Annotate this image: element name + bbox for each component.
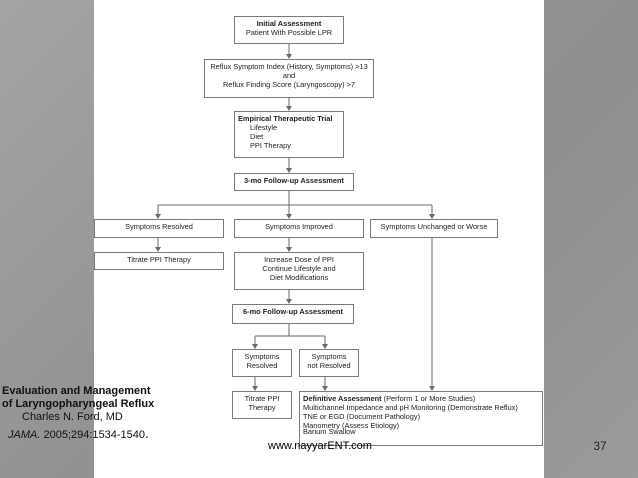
arrowhead bbox=[322, 344, 328, 349]
arrowhead bbox=[286, 106, 292, 111]
sym-resolved-6mo-box: Symptoms Resolved bbox=[232, 349, 292, 377]
citation-journal: JAMA. bbox=[8, 429, 41, 441]
titrate-ppi-label: Titrate PPI Therapy bbox=[127, 255, 191, 264]
sym-not-resolved-6mo-line1: Symptoms bbox=[311, 352, 347, 361]
titrate-ppi-box: Titrate PPI Therapy bbox=[94, 252, 224, 270]
website-watermark: www.nayyarENT.com bbox=[268, 440, 372, 452]
trial-item-diet: Diet bbox=[250, 132, 264, 141]
reflux-criteria-box: Reflux Symptom Index (History, Symptoms)… bbox=[204, 59, 374, 98]
sym-not-resolved-6mo-line2: not Resolved bbox=[307, 361, 351, 370]
symptoms-improved-box: Symptoms Improved bbox=[234, 219, 364, 238]
trial-item-lifestyle: Lifestyle bbox=[250, 123, 278, 132]
sym-resolved-6mo-line1: Symptoms bbox=[244, 352, 280, 361]
titrate-ppi-therapy-box: Titrate PPI Therapy bbox=[232, 391, 292, 419]
definitive-item-manometry: Manometry (Assess Etiology) bbox=[303, 421, 400, 430]
arrowhead bbox=[252, 344, 258, 349]
continue-lifestyle-line: Continue Lifestyle and bbox=[262, 264, 336, 273]
arrowhead bbox=[286, 299, 292, 304]
followup-3mo-label: 3-mo Follow-up Assessment bbox=[244, 176, 344, 185]
titrate-ppi-therapy-line2: Therapy bbox=[248, 403, 276, 412]
arrowhead bbox=[286, 214, 292, 219]
arrowhead bbox=[252, 386, 258, 391]
symptoms-improved-label: Symptoms Improved bbox=[265, 222, 333, 231]
citation-title-line1: Evaluation and Management bbox=[2, 385, 151, 397]
flowchart-connectors bbox=[155, 44, 435, 391]
citation-journal-line: JAMA. 2005;294:1534-1540. bbox=[2, 425, 212, 442]
followup-6mo-label: 6-mo Follow-up Assessment bbox=[243, 307, 343, 316]
citation-title-line2: of Laryngopharyngeal Reflux bbox=[2, 398, 155, 410]
arrowhead bbox=[286, 247, 292, 252]
followup-6mo-box: 6-mo Follow-up Assessment bbox=[232, 304, 354, 324]
symptoms-resolved-label: Symptoms Resolved bbox=[125, 222, 193, 231]
empirical-trial-box: Empirical Therapeutic Trial Lifestyle Di… bbox=[234, 111, 344, 158]
initial-assessment-box: Initial Assessment Patient With Possible… bbox=[234, 16, 344, 44]
rfs-line: Reflux Finding Score (Laryngoscopy) >7 bbox=[222, 80, 356, 89]
rsi-line: Reflux Symptom Index (History, Symptoms)… bbox=[210, 62, 368, 71]
definitive-assessment-box: Definitive Assessment (Perform 1 or More… bbox=[299, 391, 543, 446]
diet-modifications-line: Diet Modifications bbox=[269, 273, 329, 282]
sym-not-resolved-6mo-box: Symptoms not Resolved bbox=[299, 349, 359, 377]
increase-dose-box: Increase Dose of PPI Continue Lifestyle … bbox=[234, 252, 364, 290]
citation-author: Charles N. Ford, MD bbox=[22, 411, 123, 423]
arrowhead bbox=[429, 214, 435, 219]
definitive-assessment-title: Definitive Assessment bbox=[303, 394, 382, 403]
arrowhead bbox=[286, 168, 292, 173]
citation-reference: 2005;294:1534-1540 bbox=[40, 429, 146, 441]
titrate-ppi-therapy-line1: Titrate PPI bbox=[244, 394, 280, 403]
arrowhead bbox=[155, 247, 161, 252]
symptoms-unchanged-box: Symptoms Unchanged or Worse bbox=[370, 219, 498, 238]
sym-resolved-6mo-line2: Resolved bbox=[246, 361, 278, 370]
arrowhead bbox=[429, 386, 435, 391]
definitive-item-tne: TNE or EGD (Document Pathology) bbox=[303, 412, 421, 421]
definitive-assessment-suffix: (Perform 1 or More Studies) bbox=[381, 394, 476, 403]
symptoms-unchanged-label: Symptoms Unchanged or Worse bbox=[380, 222, 488, 231]
rsi-and: and bbox=[282, 71, 296, 80]
symptoms-resolved-box: Symptoms Resolved bbox=[94, 219, 224, 238]
empirical-trial-title: Empirical Therapeutic Trial bbox=[238, 114, 333, 123]
slide-number: 37 bbox=[593, 439, 607, 453]
arrowhead bbox=[322, 386, 328, 391]
increase-dose-line: Increase Dose of PPI bbox=[264, 255, 334, 264]
definitive-item-impedance: Multichannel Impedance and pH Monitoring… bbox=[303, 403, 518, 412]
initial-assessment-subtitle: Patient With Possible LPR bbox=[245, 28, 333, 37]
trial-item-ppi: PPI Therapy bbox=[250, 141, 291, 150]
citation-block: Evaluation and Management of Laryngophar… bbox=[2, 385, 212, 442]
definitive-item-barium: Barium Swallow bbox=[303, 427, 356, 436]
arrowhead bbox=[155, 214, 161, 219]
arrowhead bbox=[286, 54, 292, 59]
citation-period: . bbox=[145, 425, 149, 441]
initial-assessment-title: Initial Assessment bbox=[256, 19, 322, 28]
followup-3mo-box: 3-mo Follow-up Assessment bbox=[234, 173, 354, 191]
